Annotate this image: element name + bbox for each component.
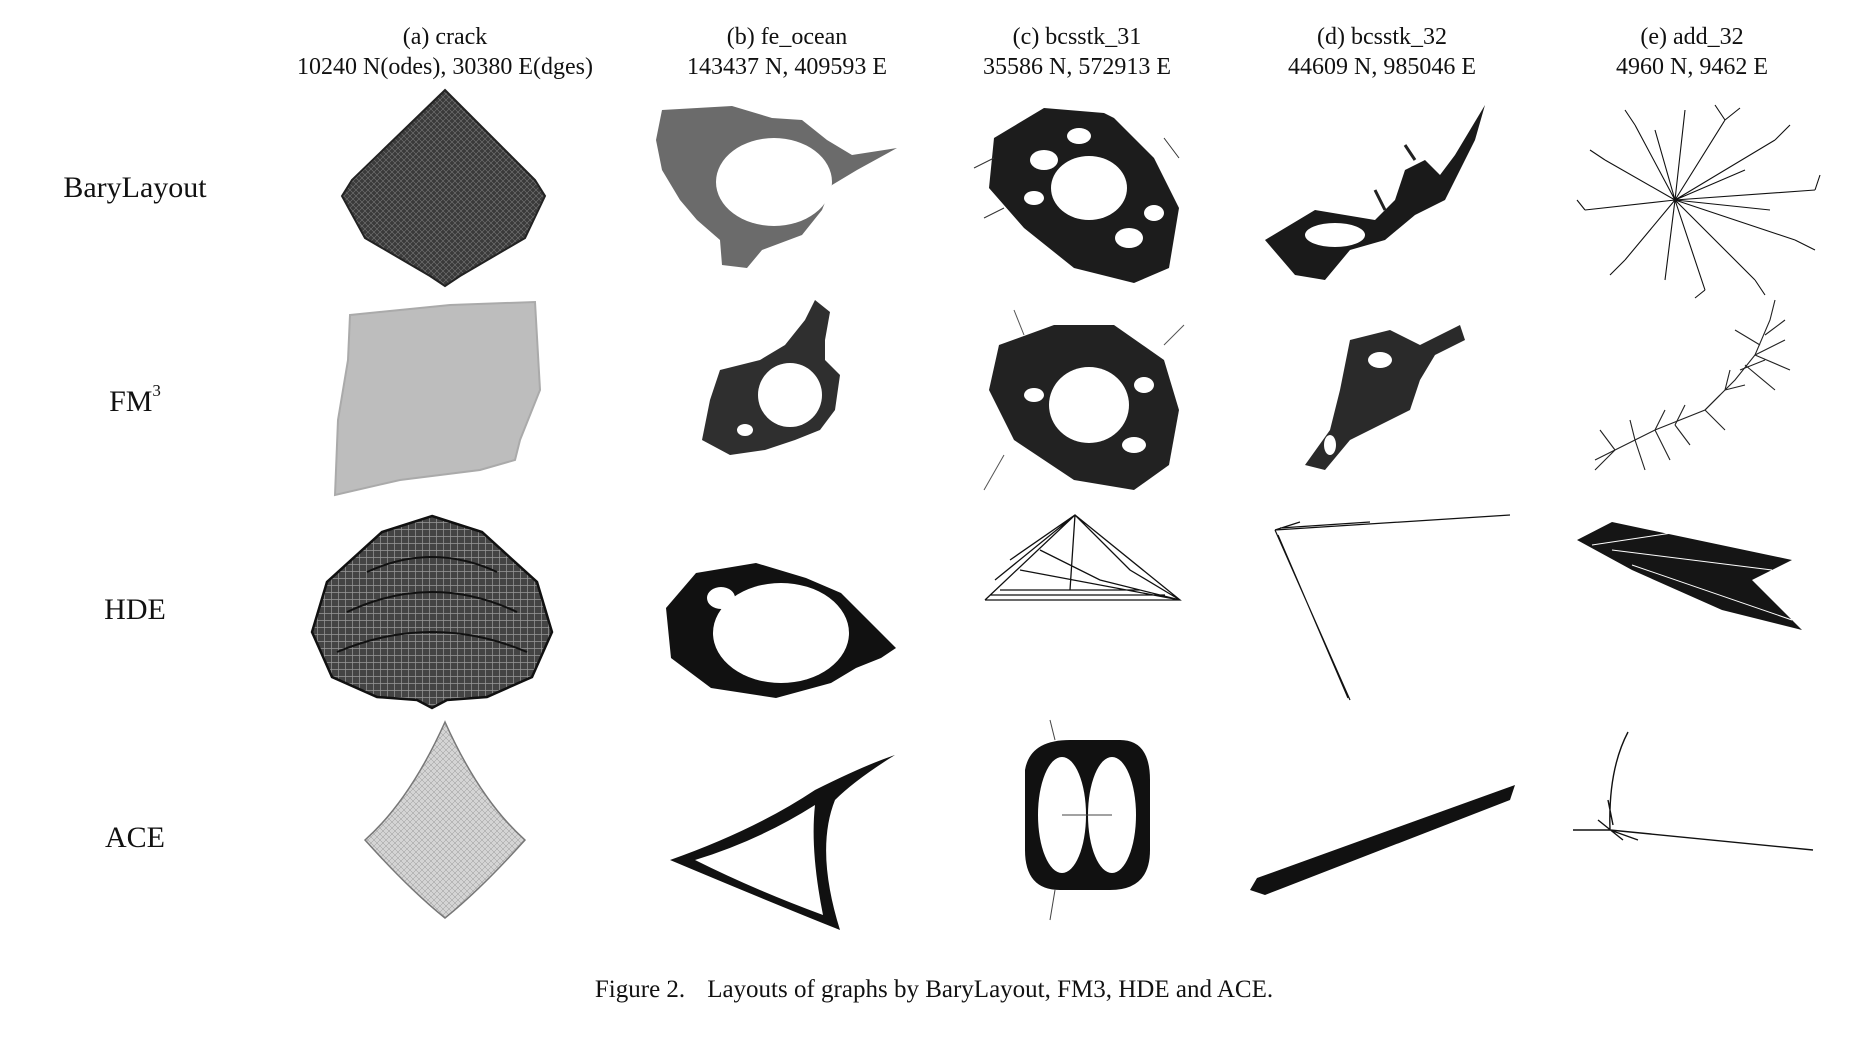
figure-caption-text: Layouts of graphs by BaryLayout, FM3, HD… (707, 976, 1274, 1003)
column-title: (d) bcsstk_32 (1317, 24, 1447, 50)
layout-image-ace-bcsstk-32 (1245, 760, 1515, 960)
column-title: (e) add_32 (1640, 24, 1744, 50)
column-title: (b) fe_ocean (726, 24, 848, 50)
layout-image-fm3-bcsstk-31 (964, 305, 1214, 505)
column-stats: 143437 N, 409593 E (687, 54, 887, 80)
layout-image-hde-bcsstk-31 (980, 510, 1230, 710)
layout-image-hde-fe-ocean (656, 548, 906, 748)
layout-image-hde-add-32 (1572, 520, 1822, 720)
row-label-superscript: 3 (152, 381, 161, 400)
column-stats: 4960 N, 9462 E (1616, 54, 1768, 80)
layout-image-hde-bcsstk-32 (1270, 510, 1520, 710)
layout-image-barylayout-crack (320, 88, 570, 288)
row-label-ace: ACE (40, 820, 230, 856)
column-title: (c) bcsstk_31 (1012, 24, 1142, 50)
column-stats: 44609 N, 985046 E (1288, 54, 1476, 80)
column-header-crack: (a) crack 10240 N(odes), 30380 E(dges) (280, 22, 610, 82)
layout-image-ace-bcsstk-31 (1010, 719, 1260, 921)
layout-image-hde-crack (307, 512, 557, 712)
row-label-text: BaryLayout (63, 171, 207, 204)
layout-image-barylayout-add-32 (1575, 100, 1825, 300)
row-label-hde: HDE (40, 592, 230, 628)
row-label-barylayout: BaryLayout (40, 170, 230, 206)
layout-image-barylayout-bcsstk-32 (1255, 100, 1505, 300)
layout-image-fm3-bcsstk-32 (1270, 310, 1520, 510)
column-stats: 10240 N(odes), 30380 E(dges) (297, 54, 593, 80)
row-label-text: ACE (105, 821, 165, 854)
column-title: (a) crack (402, 24, 488, 50)
layout-image-fm3-add-32 (1575, 299, 1825, 500)
figure-caption: Figure 2. Layouts of graphs by BaryLayout… (0, 976, 1868, 1004)
column-header-fe-ocean: (b) fe_ocean 143437 N, 409593 E (622, 22, 952, 82)
column-header-bcsstk-31: (c) bcsstk_31 35586 N, 572913 E (912, 22, 1242, 82)
layout-image-ace-fe-ocean (665, 750, 915, 950)
layout-image-ace-crack (320, 720, 570, 920)
layout-image-fm3-crack (320, 300, 570, 500)
column-stats: 35586 N, 572913 E (983, 54, 1171, 80)
column-header-add-32: (e) add_32 4960 N, 9462 E (1527, 22, 1857, 82)
row-label-text: FM (109, 385, 153, 418)
column-header-bcsstk-32: (d) bcsstk_32 44609 N, 985046 E (1217, 22, 1547, 82)
row-label-fm3: FM3 (40, 377, 230, 420)
layout-image-ace-add-32 (1568, 730, 1818, 930)
layout-image-barylayout-fe-ocean (652, 100, 902, 300)
row-label-text: HDE (104, 593, 166, 626)
figure-number: Figure 2. (594, 976, 686, 1003)
layout-image-fm3-fe-ocean (690, 300, 940, 500)
layout-image-barylayout-bcsstk-31 (964, 98, 1214, 298)
